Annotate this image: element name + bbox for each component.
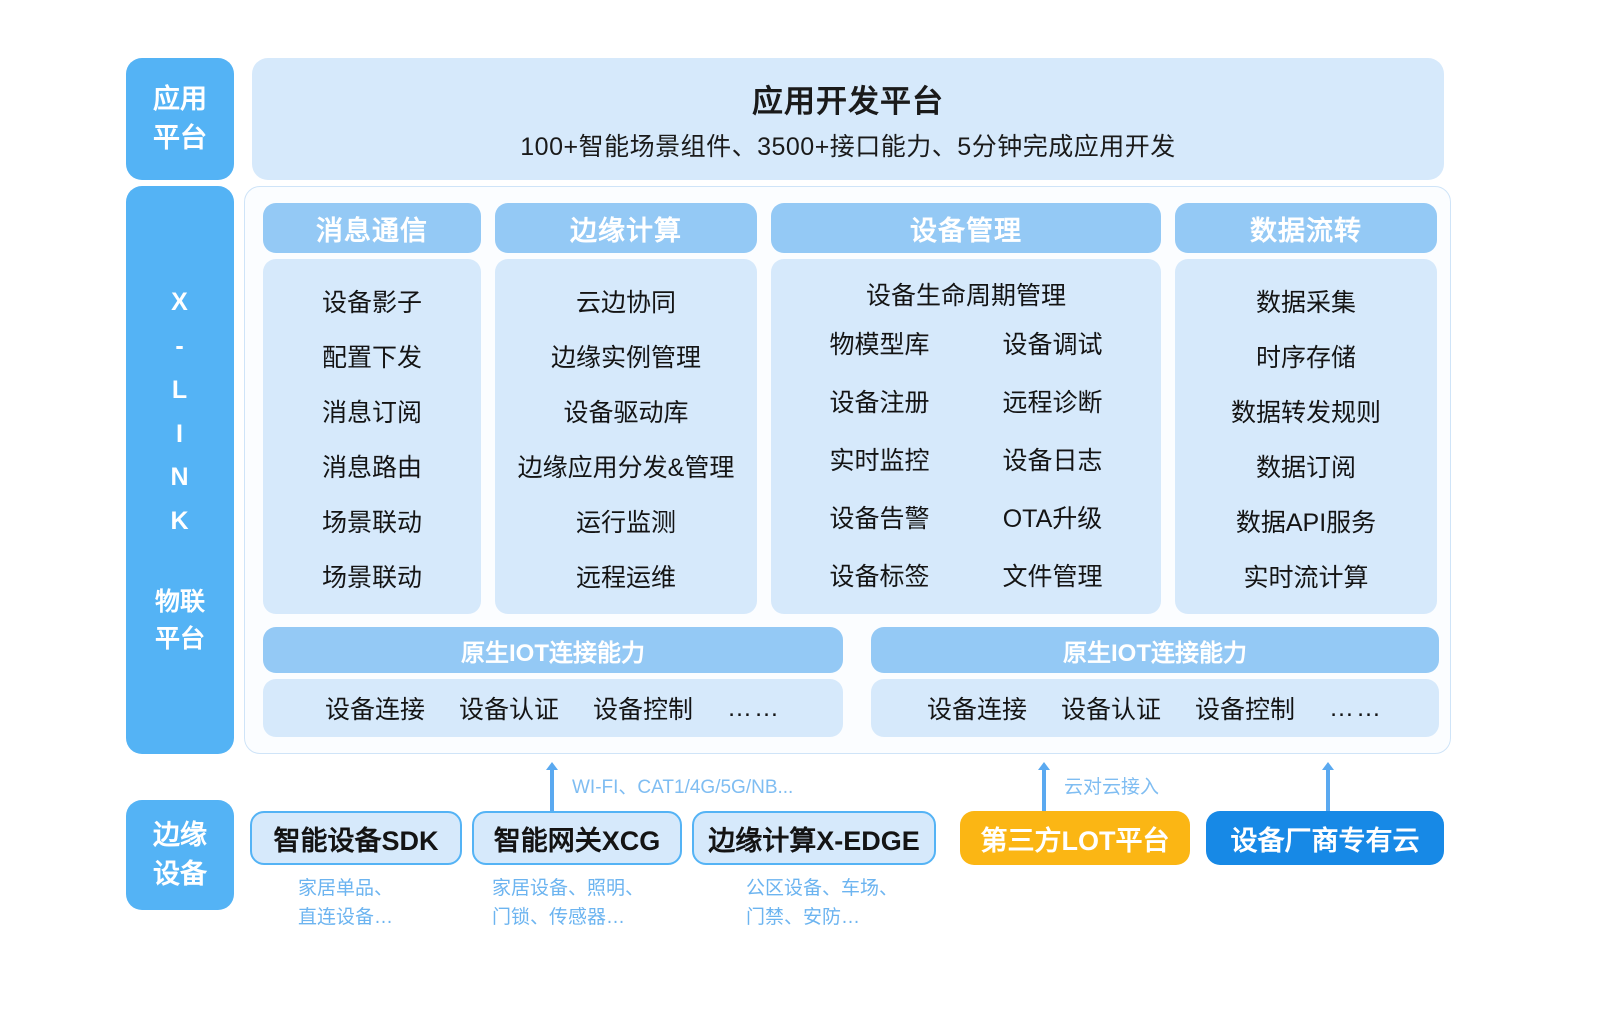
rail-xlink-letters: X - L I N K: [170, 281, 189, 544]
list-item[interactable]: 场景联动: [321, 564, 422, 593]
list-item[interactable]: 数据订阅: [1255, 454, 1356, 483]
rail-iot-line-1: 物联: [154, 587, 205, 616]
rail-xlink-iot-platform: X - L I N K 物联 平台: [126, 186, 234, 754]
list-item[interactable]: 设备日志: [1002, 447, 1103, 475]
list-item[interactable]: 数据转发规则: [1230, 398, 1381, 427]
device-caption-edge: 公区设备、车场、门禁、安防…: [746, 878, 899, 929]
connector-label-cloud: 云对云接入: [1064, 777, 1160, 798]
list-item[interactable]: 数据API服务: [1235, 509, 1377, 538]
list-item[interactable]: 配置下发: [321, 343, 422, 372]
list-item[interactable]: 设备标签: [829, 563, 930, 591]
column-edge-computing-header: 边缘计算: [495, 203, 757, 253]
list-item[interactable]: 边缘应用分发&管理: [517, 454, 735, 483]
list-item[interactable]: 消息路由: [321, 454, 422, 483]
list-item[interactable]: 边缘实例管理: [550, 343, 701, 372]
native-iot-row-right: 原生IOT连接能力 设备连接 设备认证 设备控制 ……: [871, 627, 1439, 737]
list-item[interactable]: 远程运维: [575, 564, 676, 593]
native-iot-right-body: 设备连接 设备认证 设备控制 ……: [871, 679, 1439, 737]
ellipsis: ……: [727, 693, 782, 722]
column-device-management-body: 设备生命周期管理 物模型库 设备调试 设备注册 远程诊断 实时监控 设备日志 设…: [771, 259, 1161, 614]
column-edge-computing: 边缘计算 云边协同 边缘实例管理 设备驱动库 边缘应用分发&管理 运行监测 远程…: [495, 203, 757, 614]
list-item[interactable]: 设备告警: [829, 505, 930, 533]
xlink-letter-x: X: [171, 288, 189, 317]
xlink-letter-dash: -: [175, 332, 185, 360]
device-caption-sdk: 家居单品、直连设备…: [298, 878, 394, 929]
native-iot-row-left: 原生IOT连接能力 设备连接 设备认证 设备控制 ……: [263, 627, 843, 737]
list-item[interactable]: 实时流计算: [1243, 564, 1369, 593]
xlink-letter-i: I: [176, 419, 184, 448]
capability-columns: 消息通信 设备影子 配置下发 消息订阅 消息路由 场景联动 场景联动 边缘计算 …: [263, 203, 1437, 614]
rail-iot-line-2: 平台: [154, 625, 205, 654]
device-management-grid: 物模型库 设备调试 设备注册 远程诊断 实时监控 设备日志 设备告警 OTA升级…: [771, 314, 1161, 604]
list-item[interactable]: 远程诊断: [1002, 389, 1103, 417]
column-device-management-header: 设备管理: [771, 203, 1161, 253]
list-item[interactable]: 设备认证: [1060, 696, 1161, 724]
device-box-edge-computing-x-edge[interactable]: 边缘计算X-EDGE: [692, 811, 936, 865]
native-iot-left-header: 原生IOT连接能力: [263, 627, 843, 673]
device-box-third-party-lot-platform[interactable]: 第三方LOT平台: [960, 811, 1190, 865]
rail-application-platform: 应用 平台: [126, 58, 234, 180]
column-data-flow: 数据流转 数据采集 时序存储 数据转发规则 数据订阅 数据API服务 实时流计算: [1175, 203, 1437, 614]
column-messaging: 消息通信 设备影子 配置下发 消息订阅 消息路由 场景联动 场景联动: [263, 203, 481, 614]
banner-subtitle: 100+智能场景组件、3500+接口能力、5分钟完成应用开发: [520, 132, 1176, 161]
list-item[interactable]: 设备注册: [829, 389, 930, 417]
rail-app-line-2: 平台: [153, 123, 207, 153]
platform-panel: 消息通信 设备影子 配置下发 消息订阅 消息路由 场景联动 场景联动 边缘计算 …: [244, 186, 1451, 754]
column-messaging-header: 消息通信: [263, 203, 481, 253]
list-item[interactable]: 云边协同: [575, 288, 676, 317]
device-box-vendor-private-cloud[interactable]: 设备厂商专有云: [1206, 811, 1444, 865]
rail-iot-sublabel: 物联 平台: [155, 584, 205, 659]
list-item[interactable]: 运行监测: [575, 509, 676, 538]
device-box-smart-gateway-xcg[interactable]: 智能网关XCG: [472, 811, 682, 865]
list-item[interactable]: 文件管理: [1002, 563, 1103, 591]
list-item[interactable]: 设备连接: [324, 696, 425, 724]
native-iot-right-header: 原生IOT连接能力: [871, 627, 1439, 673]
ellipsis: ……: [1329, 693, 1384, 722]
column-device-management: 设备管理 设备生命周期管理 物模型库 设备调试 设备注册 远程诊断 实时监控 设…: [771, 203, 1161, 614]
list-item[interactable]: 消息订阅: [321, 398, 422, 427]
rail-edge-line-1: 边缘: [153, 819, 207, 850]
xlink-letter-n: N: [170, 463, 190, 492]
column-data-flow-body: 数据采集 时序存储 数据转发规则 数据订阅 数据API服务 实时流计算: [1175, 259, 1437, 614]
list-item[interactable]: 设备连接: [926, 696, 1027, 724]
column-edge-computing-body: 云边协同 边缘实例管理 设备驱动库 边缘应用分发&管理 运行监测 远程运维: [495, 259, 757, 614]
device-caption-gateway: 家居设备、照明、门锁、传感器…: [492, 878, 645, 929]
list-item[interactable]: 设备控制: [593, 696, 694, 724]
native-iot-left-body: 设备连接 设备认证 设备控制 ……: [263, 679, 843, 737]
banner-title: 应用开发平台: [752, 83, 944, 119]
rail-app-line-1: 应用: [153, 83, 207, 114]
list-item[interactable]: 设备控制: [1195, 696, 1296, 724]
list-item[interactable]: 数据采集: [1255, 288, 1356, 317]
list-item[interactable]: 设备认证: [458, 696, 559, 724]
list-item[interactable]: 时序存储: [1255, 343, 1356, 372]
xlink-letter-k: K: [170, 507, 190, 535]
list-item[interactable]: 场景联动: [321, 509, 422, 538]
rail-edge-devices: 边缘 设备: [126, 800, 234, 910]
column-messaging-body: 设备影子 配置下发 消息订阅 消息路由 场景联动 场景联动: [263, 259, 481, 614]
list-item[interactable]: 实时监控: [829, 447, 930, 475]
list-item[interactable]: OTA升级: [1002, 505, 1103, 533]
list-item[interactable]: 设备影子: [321, 288, 422, 317]
application-development-banner: 应用开发平台 100+智能场景组件、3500+接口能力、5分钟完成应用开发: [252, 58, 1444, 180]
device-box-smart-device-sdk[interactable]: 智能设备SDK: [250, 811, 462, 865]
list-item[interactable]: 设备驱动库: [563, 398, 689, 427]
list-item[interactable]: 设备调试: [1002, 331, 1103, 359]
list-item[interactable]: 设备生命周期管理: [865, 281, 1066, 310]
column-data-flow-header: 数据流转: [1175, 203, 1437, 253]
xlink-letter-l: L: [171, 375, 189, 404]
list-item[interactable]: 物模型库: [829, 331, 930, 359]
rail-edge-line-2: 设备: [153, 859, 207, 889]
connector-label-wireless: WI-FI、CAT1/4G/5G/NB...: [572, 777, 794, 798]
